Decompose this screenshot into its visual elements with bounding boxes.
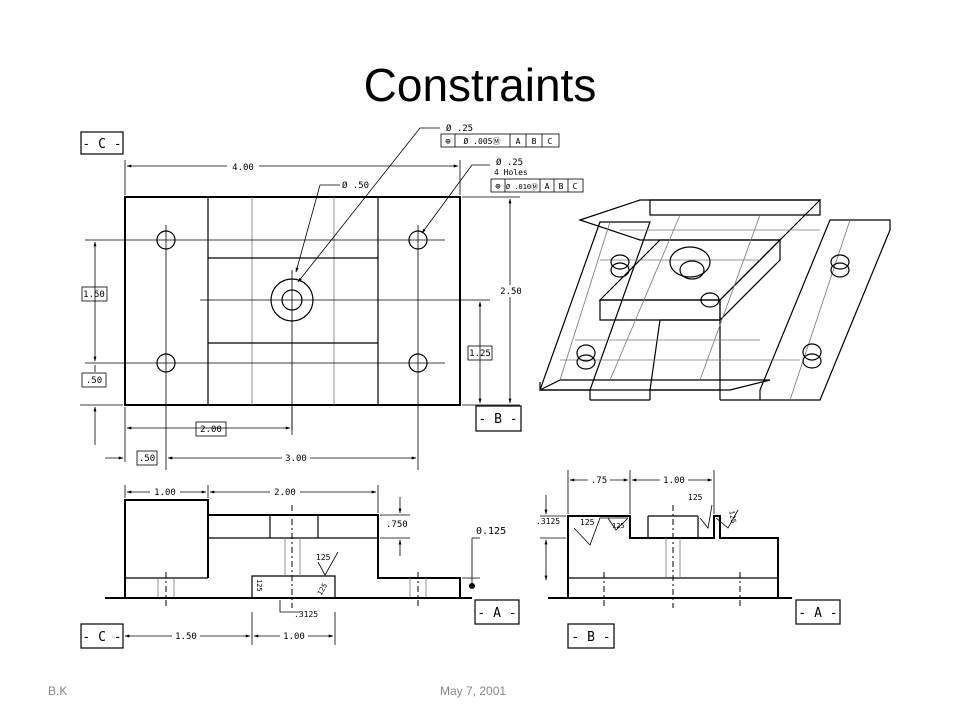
dim-front-w1: 1.00: [154, 488, 176, 498]
dim-bottom-1: 1.50: [175, 632, 197, 642]
side-roughness-1: 125: [580, 518, 595, 527]
dim-holes4-count: 4 Holes: [494, 168, 528, 177]
dim-hole-center-dia: Ø .25: [446, 123, 473, 134]
fcf-center-hole: ⊕ Ø .005Ⓜ A B C: [440, 133, 560, 148]
center-hole: [281, 289, 303, 311]
slide-title: Constraints: [363, 59, 597, 111]
datum-c-bottom: - C -: [82, 630, 121, 645]
dim-center-from-c: 2.00: [200, 425, 222, 435]
front-view: [105, 485, 480, 613]
datum-c-top: - C -: [82, 137, 121, 152]
svg-text:Ø .005Ⓜ: Ø .005Ⓜ: [464, 136, 501, 146]
svg-text:A: A: [545, 182, 550, 191]
svg-text:A: A: [516, 137, 521, 146]
dim-offset-left: .50: [86, 376, 102, 386]
datum-c-top-frame: [80, 131, 124, 155]
dim-width-top: 4.00: [232, 163, 254, 173]
isometric-view: [539, 199, 891, 401]
datum-a-front-frame: [474, 599, 520, 625]
top-view: [80, 127, 520, 470]
svg-text:C: C: [573, 182, 578, 191]
dim-hole-spacing-v: 1.50: [83, 290, 105, 300]
side-roughness-4: 125: [727, 510, 737, 524]
corner-hole: [156, 230, 176, 250]
corner-hole: [408, 353, 428, 373]
dim-holes4-dia: Ø .25: [496, 157, 523, 168]
svg-text:C: C: [548, 137, 553, 146]
dim-front-h1: .750: [386, 520, 408, 530]
side-view: [540, 470, 792, 608]
side-roughness-3: 125: [688, 493, 703, 502]
thickness-note: 0.125: [476, 526, 506, 537]
front-roughness-2: 125: [255, 579, 263, 592]
dim-hole-spacing-h: 3.00: [285, 454, 307, 464]
corner-hole: [156, 353, 176, 373]
dim-side-h1: .3125: [536, 517, 560, 526]
dim-cbore-dia: Ø .50: [342, 180, 369, 191]
footer-author: B.K: [48, 684, 68, 698]
dim-side-w2: 1.00: [663, 476, 685, 486]
datum-c-bottom-frame: [80, 623, 124, 649]
dim-front-slot: .3125: [294, 610, 318, 619]
datum-a-side: - A -: [798, 606, 837, 621]
dim-side-w1: .75: [591, 476, 607, 486]
dim-bottom-2: 1.00: [283, 632, 305, 642]
counterbore: [270, 278, 314, 322]
svg-text:B: B: [532, 137, 537, 146]
fcf-position-icon: ⊕: [445, 137, 450, 147]
front-roughness-3: 125: [316, 582, 329, 597]
svg-text:Ø .010Ⓜ: Ø .010Ⓜ: [506, 183, 538, 191]
footer-date: May 7, 2001: [440, 684, 507, 698]
dim-bottom-left: .50: [139, 454, 155, 464]
datum-a-front: - A -: [477, 606, 516, 621]
datum-b-side: - B -: [571, 630, 610, 645]
fcf-position-icon: ⊕: [495, 182, 500, 192]
datum-b-right: - B -: [478, 412, 517, 427]
top-view-outline: [124, 196, 461, 406]
corner-hole: [408, 230, 428, 250]
datum-b-side-frame: [567, 623, 615, 649]
fcf-four-holes: ⊕ Ø .010Ⓜ A B C: [490, 178, 584, 193]
side-roughness-2: 125: [612, 522, 625, 530]
dim-height-right: 2.50: [500, 287, 522, 297]
dim-front-w2: 2.00: [274, 488, 296, 498]
svg-text:B: B: [559, 182, 564, 191]
front-roughness-1: 125: [316, 553, 331, 562]
dim-center-from-b: 1.25: [469, 349, 491, 359]
datum-b-right-frame: [475, 405, 522, 432]
datum-a-side-frame: [795, 599, 841, 625]
